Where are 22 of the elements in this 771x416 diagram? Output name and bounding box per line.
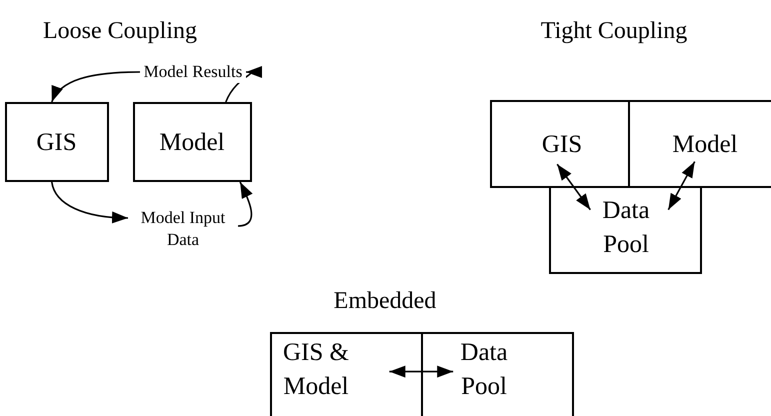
box-label: Data Pool	[459, 338, 509, 402]
box-label: GIS	[540, 130, 584, 160]
box	[628, 100, 771, 188]
box	[5, 102, 109, 182]
arrow	[389, 366, 454, 378]
box-label: Model	[671, 130, 739, 160]
section-title: Loose Coupling	[42, 18, 198, 45]
box	[490, 100, 630, 188]
arrow	[556, 164, 591, 210]
box-label: Data Pool	[601, 196, 651, 260]
arrow	[51, 66, 262, 102]
box	[133, 102, 252, 182]
box-label: GIS	[35, 128, 78, 158]
section-title: Embedded	[332, 288, 438, 315]
arrow	[668, 161, 696, 210]
box	[549, 186, 702, 274]
arrow	[51, 182, 252, 227]
box-label: Model	[158, 128, 226, 158]
box	[421, 332, 574, 416]
section-title: Tight Coupling	[540, 18, 688, 45]
box	[270, 332, 423, 416]
box-label: GIS & Model	[282, 338, 350, 402]
